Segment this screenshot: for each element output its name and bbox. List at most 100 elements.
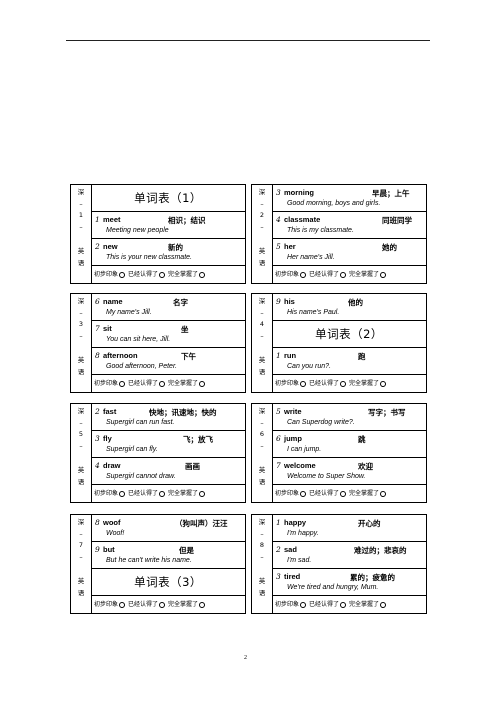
side-label-char: 深 [258, 518, 266, 526]
mastery-checkbox[interactable] [159, 601, 166, 608]
card-side-label: 深–7–英语 [71, 515, 92, 613]
mastery-checkbox[interactable] [300, 271, 307, 278]
card-side-label: 深–2–英语 [252, 185, 273, 283]
mastery-checkbox[interactable] [159, 271, 166, 278]
entry-number: 2 [95, 407, 100, 416]
entry-number: 6 [276, 434, 281, 443]
mastery-label: 初步印象 [275, 271, 300, 278]
mastery-checkbox[interactable] [380, 490, 387, 497]
entry-word: afternoon [103, 351, 138, 360]
entry-sentence: Good afternoon, Peter. [106, 363, 177, 370]
mastery-checkbox[interactable] [119, 490, 126, 497]
entry-word: run [284, 351, 297, 360]
side-label-char: – [260, 441, 264, 450]
mastery-label: 已经认得了 [309, 380, 340, 387]
entry-meaning: 相识；结识 [168, 216, 206, 225]
entry-meaning: 累的；疲惫的 [350, 573, 395, 582]
entry-number: 3 [276, 572, 281, 581]
mastery-checkbox[interactable] [119, 271, 126, 278]
mastery-checkbox[interactable] [199, 271, 206, 278]
entry-meaning: 同班同学 [382, 216, 412, 225]
side-label-char: – [260, 529, 264, 538]
mastery-checkbox[interactable] [199, 490, 206, 497]
mastery-checkbox[interactable] [380, 601, 387, 608]
section-title-row: 单词表（3） [91, 569, 245, 596]
entry-meaning: 跳 [358, 435, 366, 444]
mastery-checkbox[interactable] [119, 601, 126, 608]
side-label-char: 英 [258, 356, 266, 364]
mastery-checkbox[interactable] [340, 490, 347, 497]
page-number: 2 [244, 655, 247, 661]
side-label-char: 7 [78, 541, 84, 549]
entry-sentence: I'm sad. [287, 557, 312, 564]
side-label-char: 深 [77, 407, 85, 415]
mastery-checkbox[interactable] [159, 380, 166, 387]
mastery-label: 完全掌握了 [349, 490, 380, 497]
entry-sentence: Her name's Jill. [287, 254, 335, 261]
entry-sentence: Can Superdog write?. [287, 419, 355, 426]
mastery-checkbox[interactable] [159, 490, 166, 497]
side-label-char: – [260, 199, 264, 208]
entry-sentence: My name's Jill. [106, 309, 152, 316]
card-side-label: 深–1–英语 [71, 185, 92, 283]
side-label-char: 1 [78, 211, 84, 219]
card-side-label: 深–6–英语 [252, 404, 273, 502]
entry-word: woof [103, 518, 121, 527]
section-title: 单词表（3） [134, 575, 202, 589]
mastery-label: 初步印象 [94, 271, 119, 278]
mastery-checkbox[interactable] [119, 380, 126, 387]
mastery-checkbox[interactable] [340, 271, 347, 278]
mastery-checkbox[interactable] [199, 380, 206, 387]
side-label-char: 英 [77, 577, 85, 585]
entry-word: classmate [284, 215, 321, 224]
side-label-char: – [260, 308, 264, 317]
entry-word: meet [103, 215, 121, 224]
side-label-char: 3 [78, 320, 84, 328]
mastery-checkbox[interactable] [340, 380, 347, 387]
mastery-checkbox[interactable] [300, 601, 307, 608]
entry-sentence: Welcome to Super Show. [287, 473, 366, 480]
side-label-char: – [79, 418, 83, 427]
side-label-char: – [79, 552, 83, 561]
entry-meaning: 但是 [179, 546, 194, 555]
section-title: 单词表（2） [315, 327, 383, 341]
side-label-char: 6 [259, 430, 265, 438]
mastery-label: 已经认得了 [128, 490, 159, 497]
entry-meaning: 她的 [382, 243, 397, 252]
mastery-checkbox[interactable] [380, 380, 387, 387]
side-label-char: 深 [77, 297, 85, 305]
entry-meaning: 难过的；悲哀的 [354, 546, 407, 555]
entry-number: 4 [276, 215, 281, 224]
entry-meaning: 新的 [168, 243, 183, 252]
side-label-char: 深 [258, 407, 266, 415]
card-side-label: 深–4–英语 [252, 294, 273, 392]
mastery-checkbox[interactable] [300, 380, 307, 387]
side-label-char: 语 [258, 367, 266, 376]
entry-meaning: 开心的 [358, 519, 381, 528]
entry-meaning: 下午 [181, 352, 196, 361]
mastery-checkbox[interactable] [199, 601, 206, 608]
card-side-label: 深–8–英语 [252, 515, 273, 613]
entry-word: sad [284, 545, 297, 554]
mastery-footer: 初步印象已经认得了完全掌握了 [272, 266, 426, 283]
entry-word: jump [284, 434, 302, 443]
mastery-footer: 初步印象已经认得了完全掌握了 [91, 375, 245, 392]
side-label-char: – [260, 552, 264, 561]
entry-number: 1 [276, 518, 281, 527]
mastery-label: 初步印象 [94, 380, 119, 387]
mastery-checkbox[interactable] [380, 271, 387, 278]
side-label-char: – [260, 222, 264, 231]
mastery-checkbox[interactable] [340, 601, 347, 608]
mastery-checkbox[interactable] [300, 490, 307, 497]
entry-number: 2 [276, 545, 281, 554]
entry-word: but [103, 545, 115, 554]
